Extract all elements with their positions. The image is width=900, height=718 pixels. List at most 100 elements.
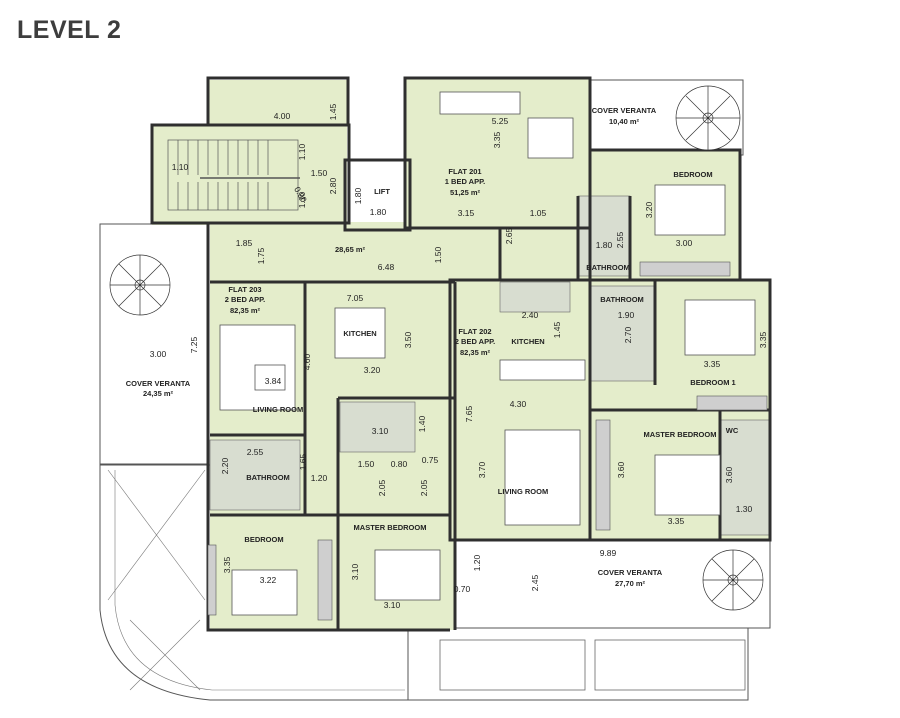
flat202-sofa xyxy=(504,429,581,526)
dim-label: 1.45 xyxy=(328,103,338,120)
dim-label: 3.20 xyxy=(364,365,381,375)
flat202-island xyxy=(499,359,586,381)
dim-label: 2.80 xyxy=(328,177,338,194)
dim-label: 3.50 xyxy=(403,331,413,348)
wardrobes xyxy=(207,261,768,621)
flat203-living-label: LIVING ROOM xyxy=(253,405,303,414)
flat203-area: 82,35 m² xyxy=(230,306,261,315)
flat203-type: 2 BED APP. xyxy=(225,295,265,304)
dim-label: 4.30 xyxy=(510,399,527,409)
labels: FLAT 201 1 BED APP. 51,25 m² BEDROOM BAT… xyxy=(126,106,739,588)
flat203-bedroom-label: BEDROOM xyxy=(244,535,283,544)
dim-label: 2.55 xyxy=(247,447,264,457)
dim-label: 0.70 xyxy=(454,584,471,594)
balcony-lines xyxy=(107,469,405,691)
dim-label: 1.80 xyxy=(353,187,363,204)
dim-label: 2.65 xyxy=(504,227,514,244)
dim-label: 1.90 xyxy=(618,310,635,320)
flat203-bed1 xyxy=(231,569,298,616)
bottom-veranta-area: 27,70 m² xyxy=(615,579,646,588)
flat202-master-bed xyxy=(654,454,721,516)
flat202-kitchen-label: KITCHEN xyxy=(511,337,544,346)
dim-label: 3.10 xyxy=(384,600,401,610)
common-area: 28,65 m² xyxy=(335,245,366,254)
walls xyxy=(150,76,772,632)
dim-label: 3.70 xyxy=(477,461,487,478)
dim-label: 3.60 xyxy=(724,466,734,483)
dim-label: 3.84 xyxy=(265,376,282,386)
dim-label: 2.70 xyxy=(623,326,633,343)
flat202-type: 2 BED APP. xyxy=(455,337,495,346)
dim-label: 1.10 xyxy=(297,143,307,160)
dim-label: 4.00 xyxy=(274,111,291,121)
dim-label: 2.55 xyxy=(615,231,625,248)
spiral-stair-bottom xyxy=(702,549,764,611)
dim-label: 5.25 xyxy=(492,116,509,126)
dim-label: 4.60 xyxy=(302,353,312,370)
dim-label: 1.50 xyxy=(358,459,375,469)
dim-label: 0.80 xyxy=(391,459,408,469)
flat202-area: 82,35 m² xyxy=(460,348,491,357)
flat202-living-label: LIVING ROOM xyxy=(498,487,548,496)
dim-label: 1.65 xyxy=(298,453,308,470)
lift-label: LIFT xyxy=(374,187,390,196)
dim-label: 2.45 xyxy=(530,574,540,591)
dim-label: 7.05 xyxy=(347,293,364,303)
flat201-type: 1 BED APP. xyxy=(445,177,485,186)
flat203-kitchen-label: KITCHEN xyxy=(343,329,376,338)
dim-label: 1.10 xyxy=(297,191,307,208)
flat202-bed1 xyxy=(684,299,756,356)
planter-strip xyxy=(407,627,749,701)
flat203-bed2 xyxy=(374,549,441,601)
dim-label: 1.50 xyxy=(311,168,328,178)
dim-label: 1.45 xyxy=(552,321,562,338)
dim-label: 3.20 xyxy=(644,201,654,218)
dim-label: 1.80 xyxy=(596,240,613,250)
dim-label: 7.25 xyxy=(189,336,199,353)
flat201-bathroom-label: BATHROOM xyxy=(586,263,630,272)
dim-label: 2.05 xyxy=(377,479,387,496)
spiral-stair-left xyxy=(109,254,171,316)
dim-label: 3.00 xyxy=(676,238,693,248)
dim-label: 3.10 xyxy=(372,426,389,436)
flat201-table xyxy=(527,117,574,159)
left-veranta-label: COVER VERANTA xyxy=(126,379,191,388)
dim-label: 1.20 xyxy=(472,554,482,571)
dim-label: 3.60 xyxy=(616,461,626,478)
dim-label: 3.10 xyxy=(350,563,360,580)
flat201-name: FLAT 201 xyxy=(448,167,481,176)
flat203-dining xyxy=(334,307,386,359)
flat203-name: FLAT 203 xyxy=(228,285,261,294)
flat203-master-label: MASTER BEDROOM xyxy=(354,523,427,532)
flat203-bathroom-label: BATHROOM xyxy=(246,473,290,482)
dim-label: 2.05 xyxy=(419,479,429,496)
spiral-stair-top xyxy=(675,85,741,151)
flat201-sofa xyxy=(439,91,521,115)
dim-label: 1.50 xyxy=(433,246,443,263)
flat202-bedroom1-label: BEDROOM 1 xyxy=(690,378,735,387)
bottom-veranta-label: COVER VERANTA xyxy=(598,568,663,577)
dim-label: 1.05 xyxy=(530,208,547,218)
dim-label: 3.35 xyxy=(222,556,232,573)
flat201-bedroom-label: BEDROOM xyxy=(673,170,712,179)
staircase xyxy=(167,139,300,211)
flat202-master-label: MASTER BEDROOM xyxy=(644,430,717,439)
furniture xyxy=(219,91,756,616)
flat202-name: FLAT 202 xyxy=(458,327,491,336)
dim-label: 6.48 xyxy=(378,262,395,272)
dim-label: 3.35 xyxy=(668,516,685,526)
dim-label: 3.35 xyxy=(492,131,502,148)
flat202-bathroom-label: BATHROOM xyxy=(600,295,644,304)
dim-label: 1.40 xyxy=(417,415,427,432)
left-veranta-area: 24,35 m² xyxy=(143,389,174,398)
plan-title: LEVEL 2 xyxy=(17,16,122,44)
dim-label: 1.20 xyxy=(311,473,328,483)
dim-label: 3.00 xyxy=(150,349,167,359)
dim-label: 1.80 xyxy=(370,207,387,217)
flat202-wc-label: WC xyxy=(726,426,739,435)
dim-label: 2.40 xyxy=(522,310,539,320)
dim-label: 9.89 xyxy=(600,548,617,558)
dim-label: 1.10 xyxy=(172,162,189,172)
dimensions: 4.00 1.45 1.10 1.10 1.10 1.50 2.80 0.90 … xyxy=(150,103,768,610)
